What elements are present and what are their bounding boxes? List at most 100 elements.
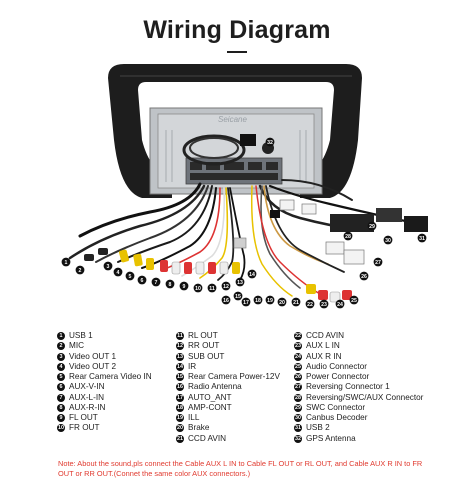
- diagram-callout: 6: [137, 275, 147, 285]
- diagram-callout: 31: [417, 233, 427, 243]
- legend-number-badge: 29: [294, 403, 302, 412]
- legend-label: Audio Connector: [306, 361, 367, 371]
- callout-number: 10: [195, 286, 201, 292]
- legend-item: 23 AUX L IN: [294, 341, 423, 351]
- page-title: Wiring Diagram: [143, 16, 331, 44]
- legend-label: CCD AVIN: [188, 433, 227, 443]
- legend-label: FR OUT: [69, 423, 100, 433]
- title-underline: [227, 51, 247, 53]
- callout-number: 19: [267, 298, 273, 304]
- legend-number-badge: 2: [57, 342, 65, 351]
- diagram-callout: 5: [125, 271, 135, 281]
- wiring-diagram: Seicane: [61, 64, 428, 309]
- legend-label: Video OUT 2: [69, 361, 117, 371]
- legend-number-badge: 12: [176, 342, 184, 351]
- callout-number: 3: [107, 264, 110, 270]
- callout-number: 13: [237, 280, 243, 286]
- diagram-callout: 3: [103, 261, 113, 271]
- callout-number: 4: [117, 270, 120, 276]
- legend-number-badge: 8: [57, 403, 65, 412]
- right-connectors: [233, 199, 428, 303]
- legend-label: SWC Connector: [306, 402, 366, 412]
- callout-number: 20: [279, 300, 285, 306]
- legend-number-badge: 30: [294, 414, 302, 423]
- diagram-callout: 20: [277, 297, 287, 307]
- legend-number-badge: 16: [176, 383, 184, 392]
- legend-label: Radio Antenna: [188, 382, 242, 392]
- legend-label: MIC: [69, 341, 85, 351]
- harness-wires-left: [68, 182, 246, 281]
- legend-label: CCD AVIN: [306, 331, 345, 340]
- diagram-callout: 15: [233, 291, 243, 301]
- diagram-callout: 32: [265, 137, 275, 147]
- callout-number: 11: [209, 286, 215, 292]
- legend-label: RR OUT: [188, 341, 220, 351]
- callout-number: 24: [337, 302, 343, 308]
- diagram-callout: 14: [247, 269, 257, 279]
- callout-number: 25: [351, 298, 357, 304]
- callout-number: 23: [321, 302, 327, 308]
- legend-number-badge: 23: [294, 342, 302, 351]
- legend-label: AUX L IN: [306, 341, 340, 351]
- legend-number-badge: 6: [57, 383, 65, 392]
- legend-item: 16 Radio Antenna: [176, 382, 280, 392]
- diagram-callout: 10: [193, 283, 203, 293]
- diagram-callout: 16: [221, 295, 231, 305]
- legend-item: 3 Video OUT 1: [57, 352, 152, 362]
- callout-number: 26: [361, 274, 367, 280]
- legend-number-badge: 3: [57, 352, 65, 361]
- callout-number: 21: [293, 300, 299, 306]
- callout-number: 6: [141, 278, 144, 284]
- legend-label: Rear Camera Power-12V: [188, 372, 280, 381]
- legend-number-badge: 25: [294, 362, 302, 371]
- legend-number-badge: 21: [176, 434, 184, 443]
- legend-number-badge: 17: [176, 393, 184, 402]
- diagram-callout: 19: [265, 295, 275, 305]
- legend-number-badge: 14: [176, 362, 184, 371]
- diagram-callout: 26: [359, 271, 369, 281]
- diagram-callout: 1: [61, 257, 71, 267]
- callout-number: 29: [369, 224, 375, 230]
- callout-number: 27: [375, 260, 381, 266]
- legend-label: USB 1: [69, 331, 93, 340]
- legend-label: AUX-R-IN: [69, 402, 106, 412]
- diagram-callout: 21: [291, 297, 301, 307]
- callout-number: 17: [243, 300, 249, 306]
- watermark-text: Seicane: [218, 115, 247, 124]
- legend-label: USB 2: [306, 423, 330, 433]
- callout-number: 14: [249, 272, 255, 278]
- legend-label: Video OUT 1: [69, 351, 117, 361]
- diagram-callout: 23: [319, 299, 329, 309]
- legend-number-badge: 26: [294, 373, 302, 382]
- diagram-callout: 11: [207, 283, 217, 293]
- legend-number-badge: 15: [176, 373, 184, 382]
- legend-label: AUX-L-IN: [69, 392, 105, 402]
- note-text: Note: About the sound,pls connect the Ca…: [58, 459, 423, 478]
- legend-item: 8 AUX-R-IN: [57, 403, 152, 413]
- callout-number: 18: [255, 298, 261, 304]
- legend-number-badge: 27: [294, 383, 302, 392]
- legend-number-badge: 1: [57, 332, 65, 341]
- callout-number: 2: [79, 268, 82, 274]
- diagram-callout: 29: [367, 221, 377, 231]
- legend-number-badge: 32: [294, 434, 302, 443]
- callout-number: 7: [155, 280, 158, 286]
- diagram-callout: 13: [235, 277, 245, 287]
- legend-label: ILL: [188, 413, 200, 422]
- legend-number-badge: 5: [57, 373, 65, 382]
- callout-number: 1: [65, 260, 68, 266]
- diagram-callout: 18: [253, 295, 263, 305]
